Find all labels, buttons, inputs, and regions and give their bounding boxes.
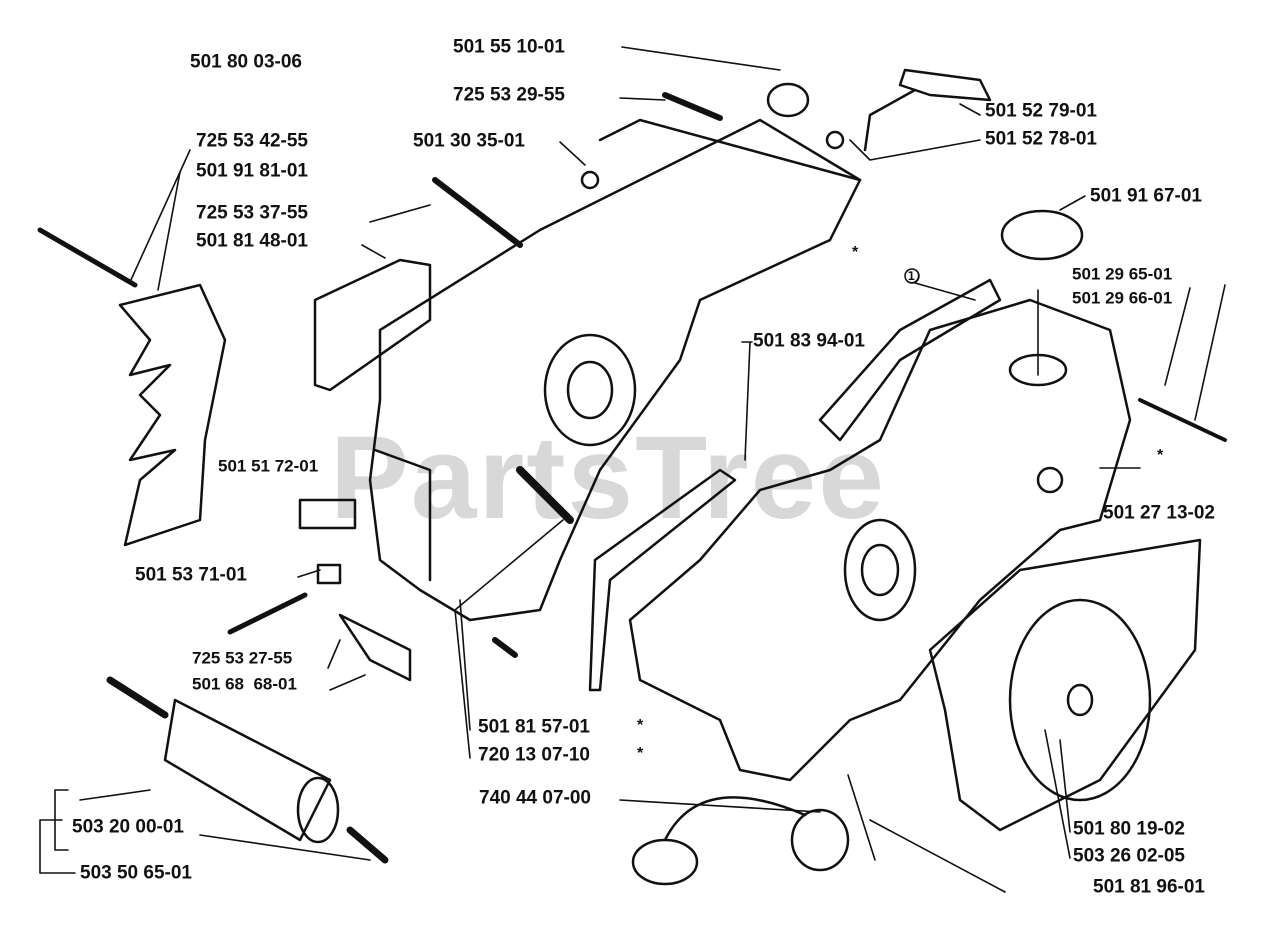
part-label: 725 53 29-55 bbox=[453, 84, 565, 106]
part-label: 501 81 96-01 bbox=[1093, 876, 1205, 898]
buffer bbox=[163, 698, 332, 842]
cap-top bbox=[766, 82, 810, 118]
asterisk-note: * bbox=[1157, 447, 1164, 464]
asterisk-note: * bbox=[637, 745, 644, 762]
part-label: 501 91 67-01 bbox=[1090, 185, 1202, 207]
part-label: 501 91 81-01 bbox=[196, 160, 308, 182]
cap-right bbox=[1000, 209, 1084, 261]
part-label: 503 20 00-01 bbox=[72, 816, 184, 838]
part-label: 720 13 07-10 bbox=[478, 744, 590, 766]
part-label: 503 50 65-01 bbox=[80, 862, 192, 884]
circled-marker: ① bbox=[903, 266, 921, 288]
fuel-cap bbox=[631, 838, 699, 886]
crankcase-left bbox=[368, 118, 862, 622]
cover bbox=[928, 538, 1202, 832]
part-label: 501 81 48-01 bbox=[196, 230, 308, 252]
part-label: 501 68 68-01 bbox=[192, 674, 297, 694]
part-label: 725 53 37-55 bbox=[196, 202, 308, 224]
handle bbox=[863, 68, 992, 152]
watermark: PartsTree bbox=[330, 412, 886, 544]
part-label: 501 55 10-01 bbox=[453, 36, 565, 58]
part-label: 725 53 27-55 bbox=[192, 648, 293, 668]
part-label: 501 51 72-01 bbox=[218, 456, 319, 476]
part-label: 501 29 66-01 bbox=[1072, 288, 1173, 308]
part-label: 501 80 19-02 bbox=[1073, 818, 1185, 840]
part-label: 725 53 42-55 bbox=[196, 130, 308, 152]
part-label: 501 27 13-02 bbox=[1103, 502, 1215, 524]
part-label: 503 26 02-05 bbox=[1073, 845, 1185, 867]
part-label: 501 53 71-01 bbox=[135, 564, 247, 586]
gasket bbox=[588, 278, 1002, 692]
crankcase-right bbox=[628, 298, 1132, 782]
part-label: 501 30 35-01 bbox=[413, 130, 525, 152]
bumper-plate bbox=[118, 283, 227, 547]
part-label: 501 83 94-01 bbox=[753, 330, 865, 352]
part-label: 501 80 03-06 bbox=[190, 51, 302, 73]
part-label: 740 44 07-00 bbox=[479, 787, 591, 809]
asterisk-note: * bbox=[637, 717, 644, 734]
asterisk-note: * bbox=[852, 244, 859, 261]
part-label: 501 81 57-01 bbox=[478, 716, 590, 738]
part-label: 501 52 78-01 bbox=[985, 128, 1097, 150]
part-label: 501 29 65-01 bbox=[1072, 264, 1173, 284]
part-label: 501 52 79-01 bbox=[985, 100, 1097, 122]
guide-plate bbox=[313, 258, 432, 392]
